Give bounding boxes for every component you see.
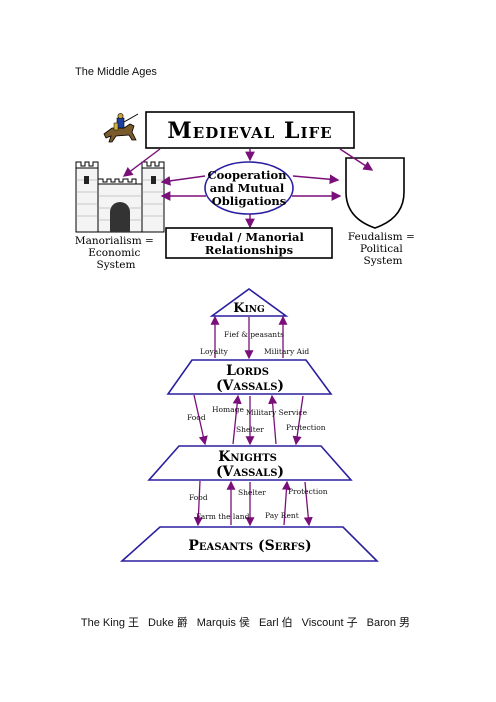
oval-line-1: Cooperation [207,168,287,182]
feudalism-caption: Feudalism = Political System [348,231,418,267]
tier-knights [147,445,353,481]
rank-earl: Earl 伯 [258,617,293,629]
title-text: Medieval Life [167,118,332,144]
tier-knights-line-2: (Vassals) [216,464,284,480]
nobility-ranks: The King 王 Duke 爵 Marquis 侯 Earl 伯 Viscount … [75,602,419,630]
relationships-line-1: Feudal / Manorial [190,230,304,244]
knight-on-horse-icon [103,113,139,143]
tier-lords-line-2: (Vassals) [216,378,284,394]
oval-line-2: and Mutual [210,181,285,195]
label-shelter-1: Shelter [236,425,264,434]
relationships-box [165,227,333,259]
rank-duke: Duke 爵 [148,617,188,629]
feudalism-line-1: Feudalism = [348,231,415,243]
obligations-oval [204,161,294,215]
oval-text: Cooperation and Mutual Obligations [207,168,290,208]
tier-knights-label: Knights (Vassals) [216,449,284,480]
label-food-1: Food [187,413,206,422]
feudalism-line-2: Political [360,243,403,255]
oval-line-3: Obligations [212,194,286,208]
manorialism-line-2: Economic [88,247,140,259]
shield-icon [345,157,405,229]
label-protection-2: Protection [288,487,328,496]
label-food-2: Food [189,493,208,502]
manorialism-line-1: Manorialism = [75,235,154,247]
label-rent: Pay Rent [265,511,299,520]
label-fief: Fief & peasants [224,330,284,339]
tier-peasants [119,526,379,562]
tier-king [209,288,289,317]
tier-lords-label: Lords (Vassals) [216,363,284,394]
label-protection-1: Protection [286,423,326,432]
castle-icon [75,161,165,233]
label-homage: Homage [212,405,244,414]
manorialism-line-3: System [97,259,136,271]
feudalism-line-3: System [364,255,403,267]
label-shelter-2: Shelter [238,488,266,497]
tier-peasants-label: Peasants (Serfs) [188,538,311,554]
rank-marquis: Marquis 侯 [196,617,250,629]
relationships-text: Feudal / Manorial Relationships [190,230,308,257]
tier-lords [166,359,333,395]
relationships-line-2: Relationships [205,243,293,257]
tier-king-label: King [233,301,264,316]
rank-king: The King 王 [80,617,140,629]
manorialism-caption: Manorialism = Economic System [75,235,157,271]
rank-baron: Baron 男 [366,617,411,629]
label-military-aid: Military Aid [264,347,309,356]
page-heading: The Middle Ages [75,66,157,78]
label-military-service: Military Service [246,408,308,417]
label-farm: Farm the land [196,512,250,521]
rank-viscount: Viscount 子 [301,617,358,629]
tier-lords-line-1: Lords [226,363,269,379]
label-loyalty: Loyalty [200,347,229,356]
tier-knights-line-1: Knights [218,449,277,465]
title-banner [145,111,355,149]
